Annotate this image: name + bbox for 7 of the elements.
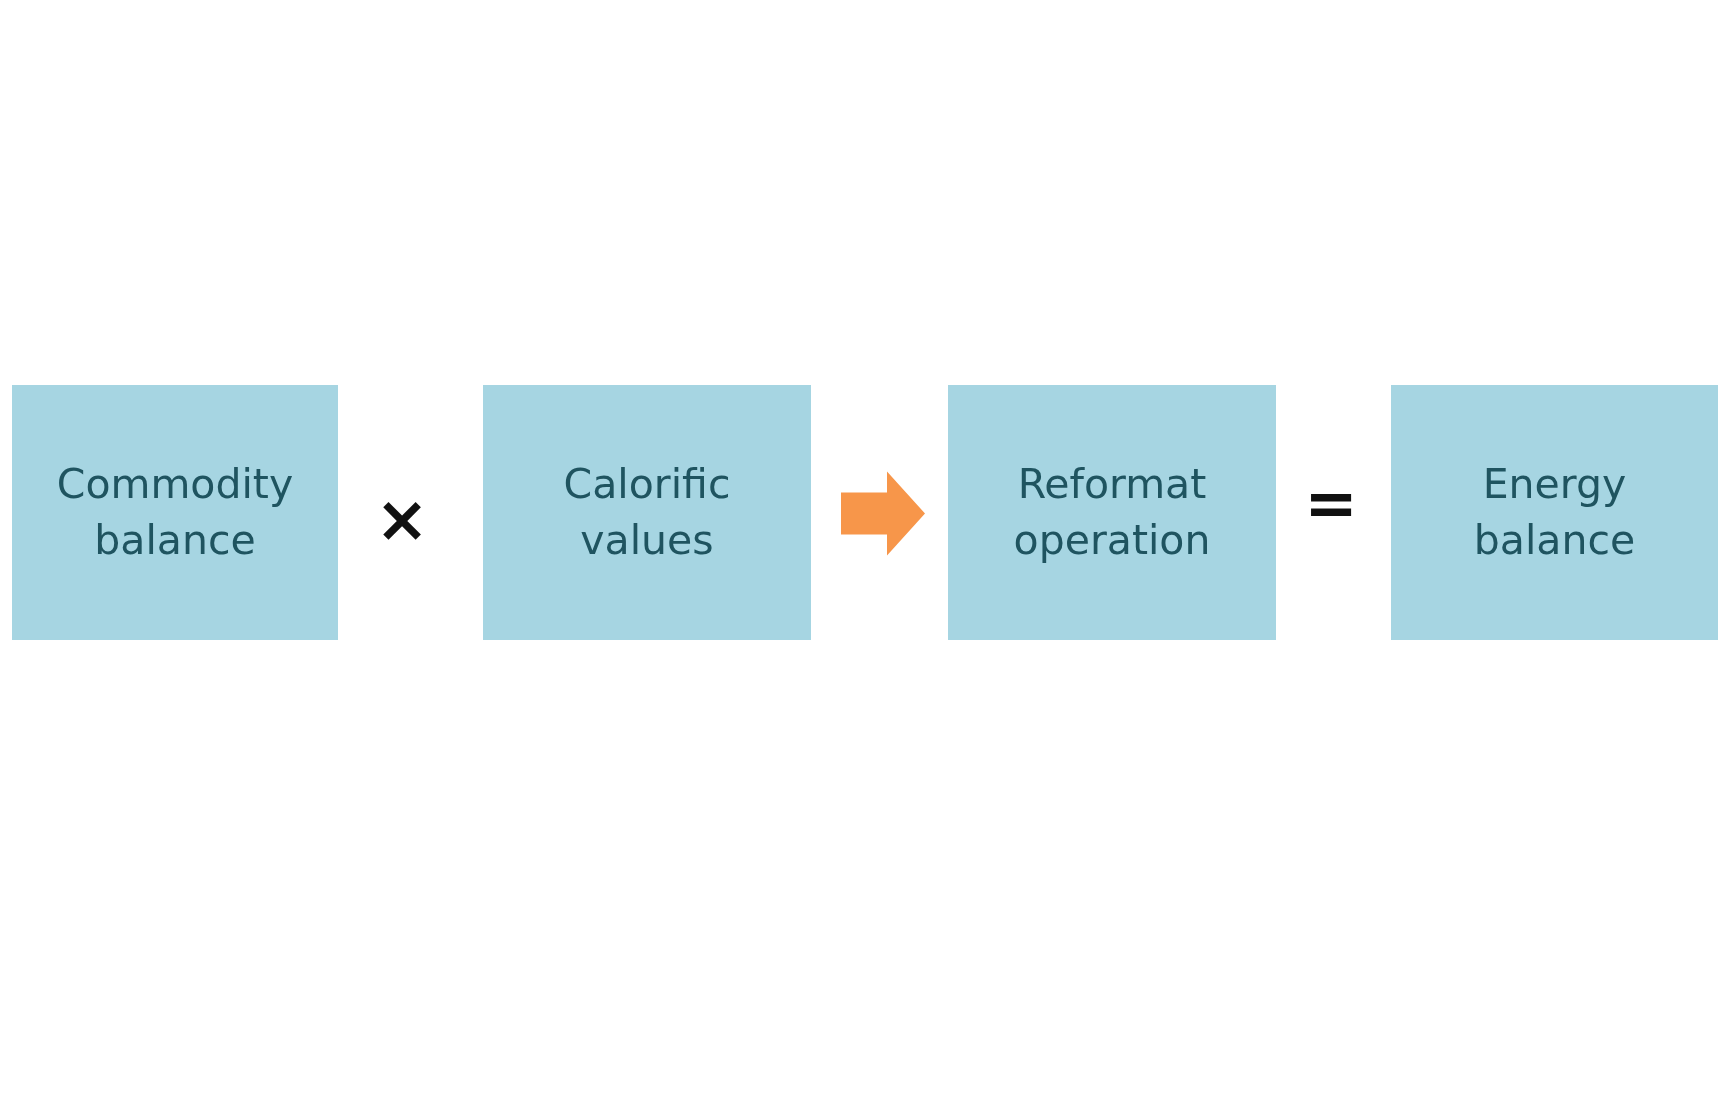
text-box: Calorific values — [483, 385, 811, 640]
equals-sign: = — [1304, 471, 1358, 535]
text-box: Commodity balance — [12, 385, 338, 640]
multiply-sign: × — [375, 487, 429, 551]
text-box: Reformat operation — [948, 385, 1276, 640]
block-arrow — [841, 471, 925, 556]
text-box: Energy balance — [1391, 385, 1718, 640]
